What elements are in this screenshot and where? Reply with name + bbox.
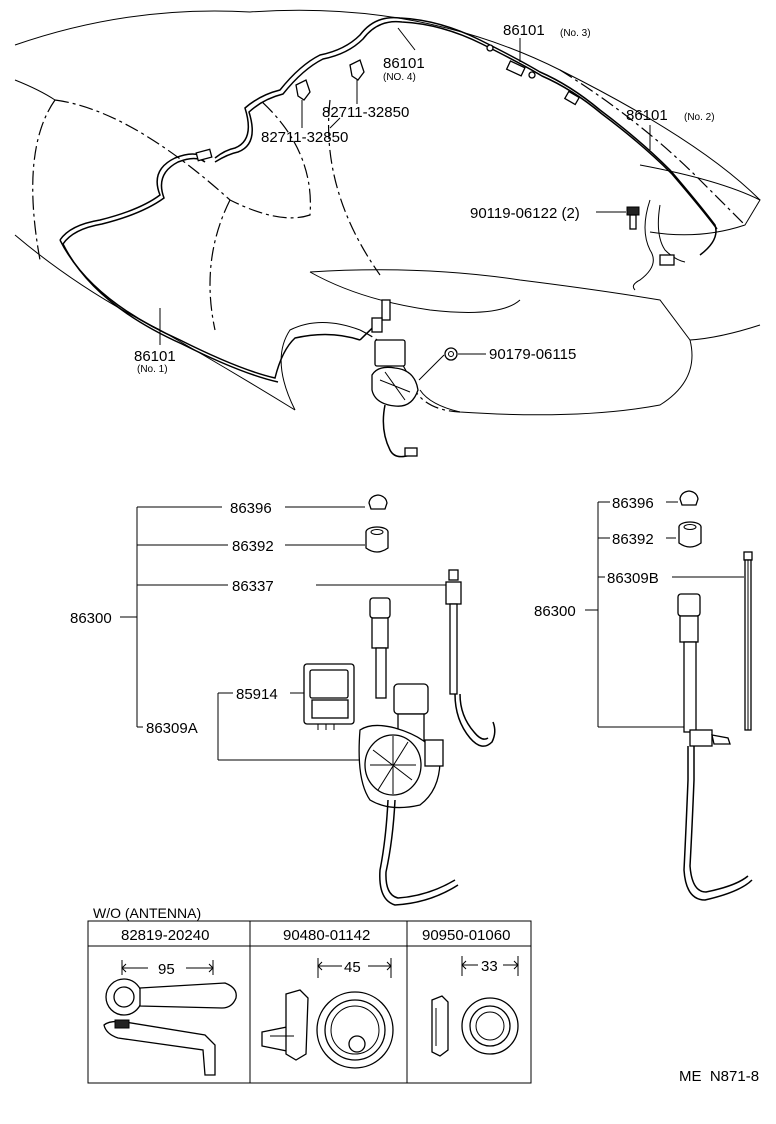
clamp-icon-b bbox=[349, 59, 365, 104]
right-cap-label: 86396 bbox=[612, 495, 654, 512]
motor-assembly-icon bbox=[358, 597, 459, 906]
left-motor-assy-label: 86309A bbox=[146, 720, 198, 737]
clamp-b-label: 82711-32850 bbox=[261, 129, 348, 146]
top-leader-lines bbox=[159, 27, 651, 345]
wire-no2-note: (No. 2) bbox=[684, 112, 715, 123]
grommet-large-icon bbox=[261, 958, 394, 1069]
left-bushing-label: 86392 bbox=[232, 538, 274, 555]
wire-no2-label: 86101 bbox=[626, 107, 668, 124]
left-cap-label: 86396 bbox=[230, 500, 272, 517]
cap-icon-right bbox=[679, 490, 699, 506]
left-mast-label: 86337 bbox=[232, 578, 274, 595]
wire-no3-note: (No. 3) bbox=[560, 28, 591, 39]
wo-col1-part: 82819-20240 bbox=[121, 927, 209, 944]
wire-no4-note: (NO. 4) bbox=[383, 72, 416, 83]
wire-no4-label: 86101 bbox=[383, 55, 425, 72]
nut-icon bbox=[444, 347, 486, 361]
left-assembly-bracket bbox=[120, 506, 446, 761]
grommet-small-icon bbox=[431, 956, 519, 1057]
wo-col3-dimension: 33 bbox=[481, 958, 498, 975]
manual-antenna-body-icon bbox=[677, 593, 753, 901]
plug-cap-icon bbox=[103, 960, 237, 1076]
cap-icon-left bbox=[368, 494, 388, 510]
wo-table-title: W/O (ANTENNA) bbox=[93, 905, 201, 921]
bushing-icon-left bbox=[365, 526, 389, 553]
screw-label: 90119-06122 (2) bbox=[470, 205, 580, 222]
wo-table-grid bbox=[87, 920, 532, 1084]
wo-col2-dimension: 45 bbox=[344, 959, 361, 976]
antenna-cable-route bbox=[59, 16, 718, 383]
relay-icon bbox=[303, 663, 355, 730]
screw-icon bbox=[596, 206, 640, 230]
wire-no3-label: 86101 bbox=[503, 22, 545, 39]
right-assembly-bracket bbox=[585, 501, 744, 728]
wire-no1-note: (No. 1) bbox=[137, 364, 168, 375]
installed-antenna-motor bbox=[371, 299, 445, 458]
clamp-icon-a bbox=[295, 79, 311, 128]
wo-col2-part: 90480-01142 bbox=[283, 927, 370, 944]
right-bushing-label: 86392 bbox=[612, 531, 654, 548]
right-main-label: 86300 bbox=[534, 603, 576, 620]
wo-col3-part: 90950-01060 bbox=[422, 927, 510, 944]
nut-label: 90179-06115 bbox=[489, 346, 576, 363]
wo-col1-dimension: 95 bbox=[158, 961, 175, 978]
bushing-icon-right bbox=[678, 521, 702, 548]
left-main-label: 86300 bbox=[70, 610, 112, 627]
clamp-a-label: 82711-32850 bbox=[322, 104, 409, 121]
left-relay-label: 85914 bbox=[236, 686, 278, 703]
drawing-code: ME N871-8 bbox=[679, 1068, 759, 1085]
wire-no1-label: 86101 bbox=[134, 348, 176, 365]
mast-icon-left bbox=[445, 569, 496, 747]
rod-icon-right bbox=[743, 551, 753, 731]
right-manual-assy-label: 86309B bbox=[607, 570, 659, 587]
